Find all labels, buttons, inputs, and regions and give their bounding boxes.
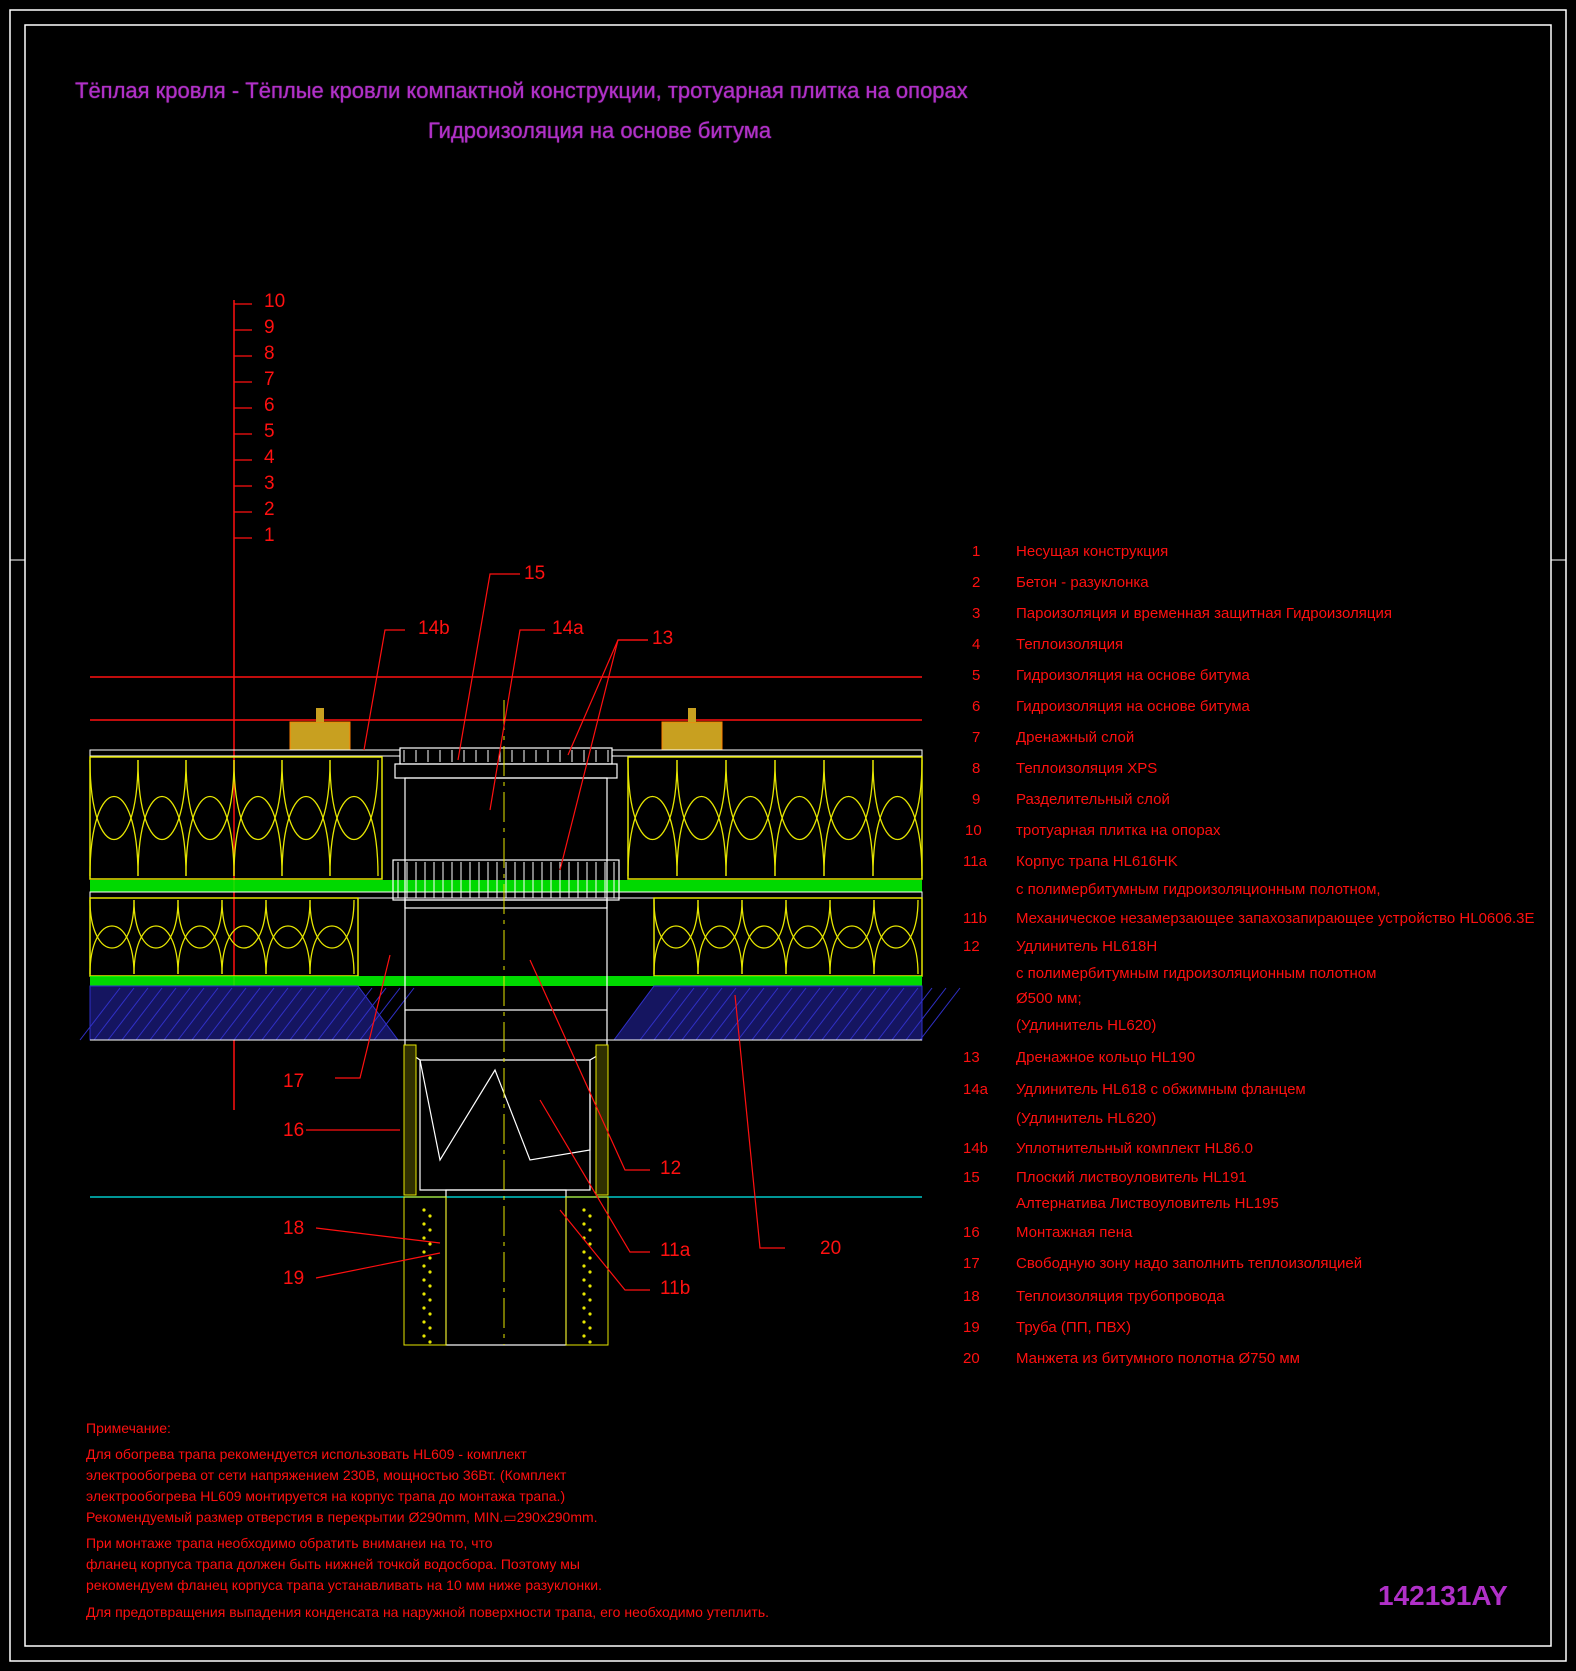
callout-12: 12 [660,1158,682,1179]
note-heading: Примечание: [86,1420,171,1436]
layer-label: 5 [264,421,275,442]
callout-14a: 14a [552,618,584,639]
layer-label: 1 [264,525,275,546]
layer-label: 2 [264,499,275,520]
inner-frame [24,24,1552,1647]
note-line: фланец корпуса трапа должен быть нижней … [86,1556,580,1572]
drawing-title-line2: Гидроизоляция на основе битума [428,118,772,143]
section-drawing [79,300,961,1346]
note-line: рекомендуем фланец корпуса трапа устанав… [86,1577,602,1593]
layer-label: 7 [264,369,275,390]
note-line: При монтаже трапа необходимо обратить вн… [86,1535,493,1551]
callout-14b: 14b [418,618,450,639]
callout-11b: 11b [660,1278,691,1299]
callout-13: 13 [652,628,674,649]
callout-15: 15 [524,563,546,584]
drawing-code: 142131AY [1378,1580,1508,1611]
note-line: электрообогрева от сети напряжением 230В… [86,1467,567,1483]
outer-frame [9,9,1567,1662]
note-line: электрообогрева HL609 монтируется на кор… [86,1488,566,1504]
layer-label: 10 [264,291,286,312]
note-line: Рекомендуемый размер отверстия в перекры… [86,1509,598,1525]
note-line: Для предотвращения выпадения конденсата … [86,1604,770,1620]
layer-label: 6 [264,395,275,416]
layer-label: 8 [264,343,275,364]
layer-label: 3 [264,473,275,494]
layer-label: 9 [264,317,275,338]
callout-18: 18 [283,1218,305,1239]
callout-17: 17 [283,1071,305,1092]
callout-19: 19 [283,1268,305,1289]
callout-11a: 11a [660,1240,691,1261]
layer-label: 4 [264,447,275,468]
callout-20: 20 [820,1238,842,1259]
callout-16: 16 [283,1120,305,1141]
drawing-title-line1: Тёплая кровля - Тёплые кровли компактной… [75,78,968,103]
note-line: Для обогрева трапа рекомендуется использ… [86,1446,527,1462]
